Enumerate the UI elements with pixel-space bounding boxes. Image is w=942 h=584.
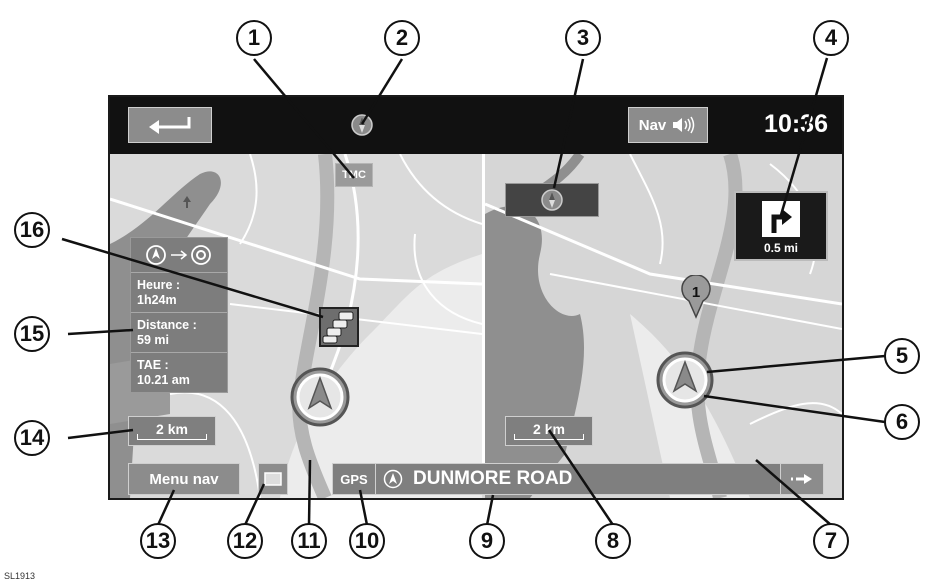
waypoint-marker[interactable]: 1 xyxy=(680,275,712,319)
gps-indicator: GPS xyxy=(333,464,376,494)
callout-15: 15 xyxy=(14,316,50,352)
turn-icon-box xyxy=(762,201,800,237)
next-turn-panel[interactable]: 0.5 mi xyxy=(734,191,828,261)
vehicle-position-icon xyxy=(656,351,714,409)
road-name: DUNMORE ROAD xyxy=(413,468,573,489)
compass-indicator[interactable] xyxy=(505,183,599,217)
vehicle-position-icon xyxy=(290,367,350,427)
speaker-icon xyxy=(673,116,695,134)
figure-reference: SL1913 xyxy=(4,571,36,581)
info-time-value: 1h24m xyxy=(137,293,177,307)
split-screen-icon xyxy=(264,472,282,486)
callout-12: 12 xyxy=(227,523,263,559)
info-time-label: Heure : xyxy=(137,278,181,292)
info-eta-label: TAE : xyxy=(137,358,169,372)
info-distance-label: Distance : xyxy=(137,318,197,332)
waypoint-label: 1 xyxy=(692,284,700,301)
callout-1: 1 xyxy=(236,20,272,56)
route-destination-icon xyxy=(146,245,211,265)
callout-7: 7 xyxy=(813,523,849,559)
callout-10: 10 xyxy=(349,523,385,559)
callout-6: 6 xyxy=(884,404,920,440)
split-screen-button[interactable] xyxy=(258,463,288,495)
top-bar: Nav 10:36 xyxy=(110,97,842,154)
nav-menu-button[interactable]: Menu nav xyxy=(128,463,240,495)
scale-label-right: 2 km xyxy=(533,421,565,437)
arrow-right-icon xyxy=(791,474,812,484)
split-divider xyxy=(482,154,485,464)
route-info-header xyxy=(131,238,227,272)
nav-voice-button[interactable]: Nav xyxy=(628,107,708,143)
return-arrow-icon xyxy=(149,117,191,134)
info-time: Heure : 1h24m xyxy=(131,272,227,312)
callout-2: 2 xyxy=(384,20,420,56)
gps-label: GPS xyxy=(340,471,368,487)
callout-16: 16 xyxy=(14,212,50,248)
callout-14: 14 xyxy=(14,420,50,456)
heading-icon xyxy=(383,469,403,489)
info-eta: TAE : 10.21 am xyxy=(131,352,227,392)
compass-icon xyxy=(541,189,563,211)
callout-13: 13 xyxy=(140,523,176,559)
callout-4: 4 xyxy=(813,20,849,56)
callout-8: 8 xyxy=(595,523,631,559)
back-button[interactable] xyxy=(128,107,212,143)
nav-menu-label: Menu nav xyxy=(149,470,219,488)
callout-5: 5 xyxy=(884,338,920,374)
info-eta-value: 10.21 am xyxy=(137,373,190,387)
turn-distance: 0.5 mi xyxy=(763,241,799,255)
clock: 10:36 xyxy=(764,110,828,138)
turn-right-icon xyxy=(771,209,792,233)
traffic-jam-icon[interactable] xyxy=(319,307,359,347)
callout-9: 9 xyxy=(469,523,505,559)
nav-button-label: Nav xyxy=(638,116,667,134)
scale-indicator-left[interactable]: 2 km xyxy=(128,416,216,446)
scale-label-left: 2 km xyxy=(156,421,188,437)
callout-11: 11 xyxy=(291,523,327,559)
info-distance: Distance : 59 mi xyxy=(131,312,227,352)
next-button[interactable] xyxy=(780,463,824,495)
callout-3: 3 xyxy=(565,20,601,56)
info-distance-value: 59 mi xyxy=(137,333,169,347)
